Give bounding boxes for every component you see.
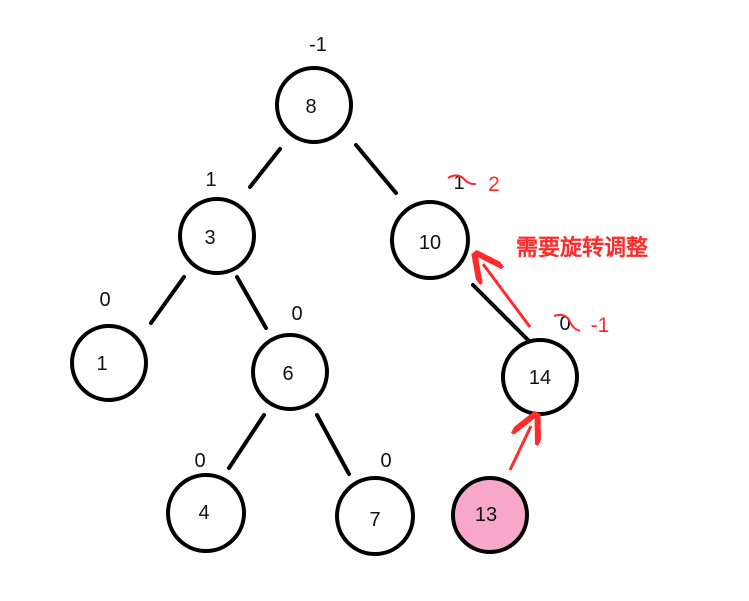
node-3-circle bbox=[178, 197, 256, 275]
node-13-circle bbox=[451, 476, 529, 554]
edge-8-3 bbox=[248, 147, 282, 189]
node-4-label: 4 bbox=[198, 502, 209, 524]
node-6-label: 6 bbox=[282, 363, 293, 385]
strike-balance-10 bbox=[447, 174, 477, 186]
arrow-14-to-10 bbox=[483, 264, 532, 328]
balance-8: -1 bbox=[309, 34, 327, 56]
node-10: 10 bbox=[390, 200, 470, 280]
node-1-label: 1 bbox=[96, 353, 107, 375]
balance-6: 0 bbox=[291, 303, 302, 325]
edge-3-1 bbox=[149, 275, 186, 325]
balance-4: 0 bbox=[194, 450, 205, 472]
balance-7: 0 bbox=[380, 450, 391, 472]
tree-edges bbox=[149, 143, 533, 476]
red-annotations: 2 -1 需要旋转调整 bbox=[447, 173, 648, 471]
balance-factors: -1 1 1 0 0 0 0 0 bbox=[99, 34, 570, 472]
edge-8-10 bbox=[354, 143, 398, 195]
balance-10-old: 1 bbox=[453, 172, 464, 194]
node-6-circle bbox=[251, 333, 329, 411]
edge-6-4 bbox=[227, 413, 266, 470]
balance-14-old: 0 bbox=[559, 313, 570, 335]
balance-14-new: -1 bbox=[591, 314, 610, 337]
node-1-circle bbox=[70, 324, 148, 402]
balance-1: 0 bbox=[99, 289, 110, 311]
node-4-circle bbox=[166, 473, 246, 553]
arrow-13-to-14 bbox=[508, 426, 531, 471]
strike-balance-14 bbox=[553, 313, 581, 332]
rotation-note: 需要旋转调整 bbox=[516, 235, 648, 261]
node-1: 1 bbox=[70, 324, 148, 402]
node-3-label: 3 bbox=[204, 227, 215, 249]
edge-6-7 bbox=[315, 413, 351, 476]
node-8-circle bbox=[275, 66, 353, 144]
node-10-label: 10 bbox=[419, 232, 441, 254]
balance-3: 1 bbox=[205, 169, 216, 191]
node-3: 3 bbox=[178, 197, 256, 275]
node-13-label: 13 bbox=[475, 504, 497, 526]
balance-10-new: 2 bbox=[488, 173, 500, 196]
node-4: 4 bbox=[166, 473, 246, 553]
node-6: 6 bbox=[251, 333, 329, 411]
node-14-label: 14 bbox=[529, 367, 551, 389]
node-7-label: 7 bbox=[369, 509, 380, 531]
edge-10-14 bbox=[471, 283, 533, 345]
node-14: 14 bbox=[501, 338, 579, 416]
node-7: 7 bbox=[335, 476, 415, 556]
node-7-circle bbox=[335, 476, 415, 556]
node-13-inserted: 13 bbox=[451, 476, 529, 554]
node-8: 8 bbox=[275, 66, 353, 144]
tree-nodes: 8 3 10 1 6 14 4 7 bbox=[70, 66, 579, 556]
edge-3-6 bbox=[235, 275, 268, 330]
node-10-circle bbox=[390, 200, 470, 280]
node-8-label: 8 bbox=[305, 96, 316, 118]
